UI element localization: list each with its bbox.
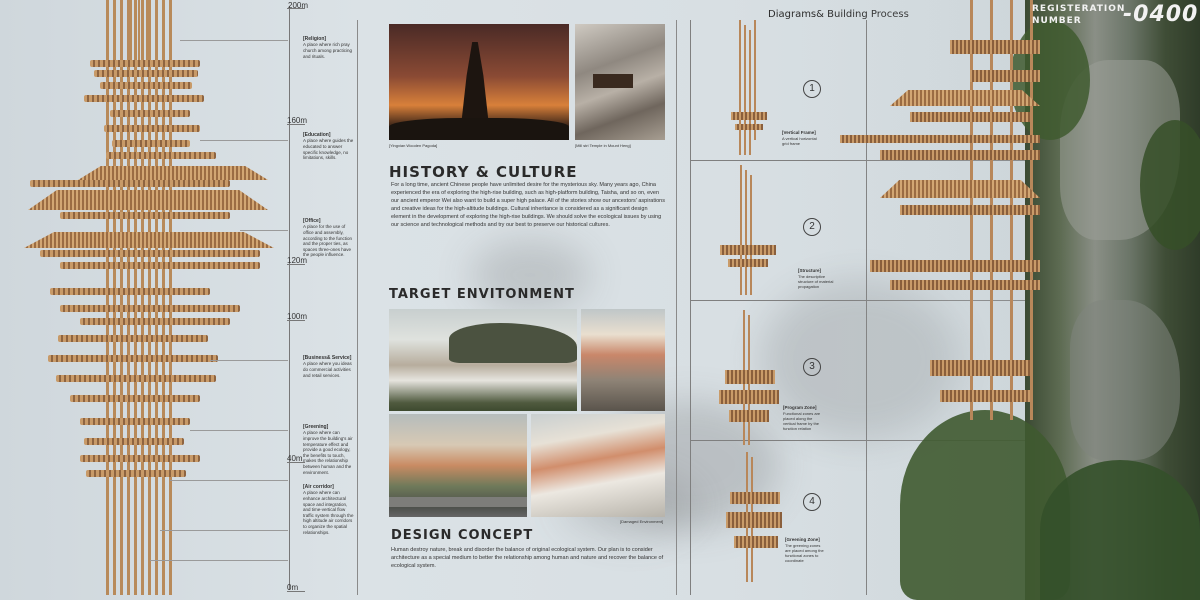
diagram-model-2 bbox=[712, 165, 782, 300]
step-number-1: 1 bbox=[803, 80, 821, 98]
photo-hanging-temple bbox=[575, 24, 665, 140]
leader-line bbox=[180, 40, 288, 41]
step-label-4: [Greening Zone] The greening zones are p… bbox=[785, 537, 825, 564]
annotation-business: [Business& Service] A place where you id… bbox=[303, 355, 355, 378]
annotation-title: [Office] bbox=[303, 218, 321, 224]
step-number-3: 3 bbox=[803, 358, 821, 376]
scale-label-0m: 0m bbox=[287, 583, 299, 592]
step-body: The descriptive structure of material pr… bbox=[798, 273, 834, 290]
step-body: The greening zones are placed among the … bbox=[785, 542, 824, 564]
concept-heading: DESIGN CONCEPT bbox=[391, 528, 534, 543]
registration-label-line-1: REGISTERATION bbox=[1032, 4, 1126, 14]
leader-line bbox=[200, 140, 288, 141]
annotation-body: A place for the use of office and assemb… bbox=[303, 224, 353, 258]
scale-label-200m: 200m bbox=[288, 1, 309, 10]
target-heading: TARGET ENVITONMENT bbox=[389, 287, 575, 302]
ink-wash bbox=[470, 240, 590, 310]
step-number-4: 4 bbox=[803, 493, 821, 511]
column-divider bbox=[676, 20, 677, 595]
diagram-grid bbox=[690, 20, 1030, 595]
history-heading: HISTORY & CULTURE bbox=[389, 163, 578, 181]
leader-line bbox=[190, 430, 288, 431]
diagram-model-3 bbox=[715, 310, 785, 450]
caption-pagoda: [Yingxian Wooden Pagoda] bbox=[389, 143, 438, 148]
caption-temple: [Mill stri Temple in Mount Heng] bbox=[575, 143, 631, 148]
scale-tick bbox=[287, 264, 305, 265]
step-title: [Greening Zone] bbox=[785, 537, 820, 542]
annotation-body: A place where you ideas do commercial ac… bbox=[303, 361, 352, 378]
diagrams-title: Diagrams& Building Process bbox=[768, 9, 909, 20]
step-label-1: [Vertical Frame] A vertical horizontal g… bbox=[782, 130, 822, 146]
annotation-education: [Education] A place where guides the edu… bbox=[303, 132, 355, 161]
tower-illustration bbox=[20, 0, 275, 600]
step-title: [Structure] bbox=[798, 268, 822, 273]
scale-tick bbox=[287, 591, 305, 592]
step-label-2: [Structure] The descriptive structure of… bbox=[798, 268, 838, 289]
diagram-model-4 bbox=[722, 452, 792, 592]
annotation-air-corridor: [Air corridor] A place where can enhance… bbox=[303, 484, 355, 535]
leader-line bbox=[170, 480, 288, 481]
annotation-greening: [Greening] A place where can improve the… bbox=[303, 424, 355, 475]
annotation-body: A place where can enhance architectural … bbox=[303, 490, 354, 535]
annotation-title: [Education] bbox=[303, 132, 331, 138]
photo-quarry-road bbox=[581, 309, 665, 411]
registration-label: REGISTERATION NUMBER bbox=[1032, 3, 1125, 27]
step-number-2: 2 bbox=[803, 218, 821, 236]
step-label-3: [Program Zone] Functional zones are plac… bbox=[783, 405, 823, 432]
annotation-office: [Office] A place for the use of office a… bbox=[303, 218, 355, 258]
annotation-title: [Greening] bbox=[303, 424, 329, 430]
diagram-model-1 bbox=[725, 20, 775, 160]
height-scale bbox=[289, 6, 290, 590]
step-body: A vertical horizontal grid frame bbox=[782, 135, 817, 147]
annotation-title: [Air corridor] bbox=[303, 484, 334, 490]
annotation-title: [Business& Service] bbox=[303, 355, 352, 361]
annotation-title: [Religion] bbox=[303, 36, 327, 42]
photo-mountain-highway bbox=[389, 414, 527, 517]
registration-number: -0400 bbox=[1123, 2, 1199, 27]
photo-quarry-cliff bbox=[389, 309, 577, 411]
building-render bbox=[820, 0, 1200, 600]
ink-wash bbox=[760, 280, 960, 440]
photo-damaged-mountain bbox=[531, 414, 665, 517]
step-title: [Program Zone] bbox=[783, 405, 817, 410]
leader-line bbox=[160, 530, 288, 531]
annotation-religion: [Religion] A place where rich pray churc… bbox=[303, 36, 355, 59]
caption-damaged: [Damaged Environment] bbox=[620, 519, 664, 524]
photo-wooden-pagoda bbox=[389, 24, 569, 140]
scale-tick bbox=[287, 320, 305, 321]
annotation-body: A place where rich pray church among pra… bbox=[303, 42, 353, 59]
scale-label-100m: 100m bbox=[287, 312, 308, 321]
scale-label-160m: 160m bbox=[287, 116, 308, 125]
history-body: For a long time, ancient Chinese people … bbox=[391, 182, 665, 228]
leader-line bbox=[240, 230, 288, 231]
scale-tick bbox=[287, 462, 305, 463]
leader-line bbox=[150, 560, 288, 561]
annotation-body: A place where can improve the building's… bbox=[303, 430, 353, 475]
step-body: Functional zones are placed along the ve… bbox=[783, 410, 821, 432]
column-divider bbox=[357, 20, 358, 595]
leader-line bbox=[210, 360, 288, 361]
scale-tick bbox=[287, 8, 305, 9]
annotation-body: A place where guides the educated to ans… bbox=[303, 138, 354, 161]
scale-tick bbox=[287, 124, 305, 125]
step-title: [Vertical Frame] bbox=[782, 130, 816, 135]
concept-body: Human destroy nature, break and disorder… bbox=[391, 547, 664, 569]
scale-label-120m: 120m bbox=[287, 256, 308, 265]
registration-label-line-2: NUMBER bbox=[1032, 16, 1082, 26]
scale-label-40m: 40m bbox=[287, 454, 303, 463]
